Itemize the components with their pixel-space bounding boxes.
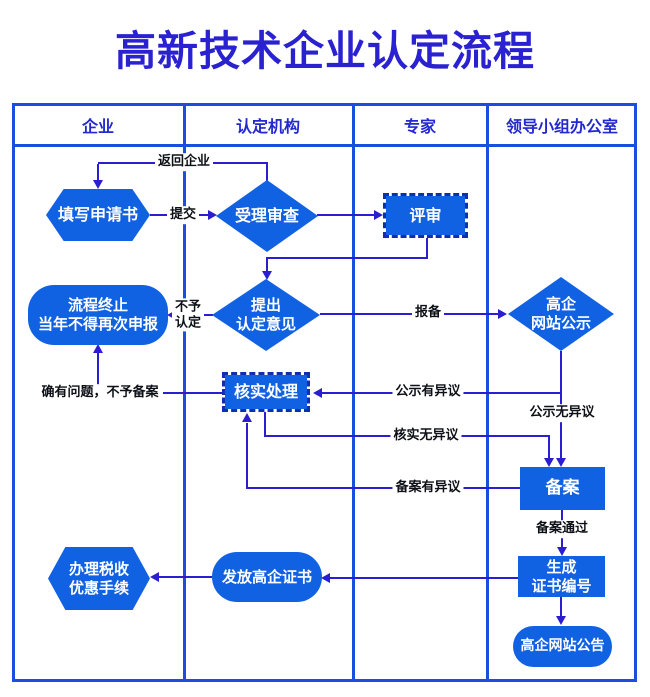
edge-label-verify-no-objection: 核实无异议 [390,427,462,445]
arrowhead-into-generate-cert [557,547,567,556]
edge-label-report: 报备 [411,304,445,322]
table-border-left [12,103,15,682]
arrowhead-into-fill-application [93,180,103,189]
arrowhead-into-process-end-bottom [93,344,103,353]
node-acceptance-review: 受理审查 [216,180,318,252]
arrowhead-into-expert-review [374,210,383,220]
edge-cert-to-issue [330,577,518,579]
node-tax-procedures: 办理税收 优惠手续 [48,547,150,610]
edge-label-problem-no-filing: 确有问题，不予备案 [38,384,162,402]
arrowhead-into-announcement [556,616,566,625]
edge-label-submit: 提交 [166,206,200,224]
column-header-certifying-agency: 认定机构 [235,117,301,136]
edge-return-right-vertical [266,162,268,181]
edge-label-not-certified: 不予 认定 [171,298,205,332]
arrowhead-into-tax-procedures [150,572,159,582]
edge-cert-to-announcement [560,597,562,618]
node-fill-application: 填写申请书 [46,189,150,241]
node-propose-opinion: 提出 认定意见 [212,279,320,351]
edge-filing-objection-horizontal [246,487,520,489]
table-border-top [12,103,637,106]
edge-to-expert-review [317,214,375,216]
edge-label-publicity-no-objection: 公示无异议 [526,404,598,422]
column-header-enterprise: 企业 [81,117,115,136]
edge-expert-horizontal [266,257,428,259]
edge-label-filing-objection: 备案有异议 [392,479,464,497]
node-verify-handle: 核实处理 [222,372,310,412]
edge-label-publicity-objection: 公示有异议 [392,383,464,401]
node-expert-review: 评审 [383,193,468,238]
arrowhead-into-acceptance-review [208,210,217,220]
node-filing: 备案 [520,467,605,510]
column-header-expert: 专家 [403,117,437,136]
node-process-end: 流程终止 当年不得再次申报 [28,285,168,345]
node-generate-cert-no: 生成 证书编号 [518,556,605,597]
edge-expert-down [426,238,428,259]
arrowhead-into-process-end [167,310,176,320]
arrowhead-publicity-into-filing [556,458,566,467]
node-website-publicity: 高企 网站公示 [508,277,614,351]
header-row-divider [12,144,637,147]
edge-problem-horizontal [163,392,222,394]
edge-problem-vertical [97,353,99,392]
edge-label-return-to-enterprise: 返回企业 [154,153,214,171]
arrowhead-into-propose-opinion [262,271,272,280]
arrowhead-verify-into-filing [544,458,554,467]
edge-label-filing-passed: 备案通过 [532,520,592,538]
table-border-right [634,103,637,682]
table-border-bottom [12,679,637,682]
arrowhead-into-verify-bottom [242,413,252,422]
edge-return-left-vertical [97,164,99,180]
node-issue-certificate: 发放高企证书 [212,552,322,602]
arrowhead-into-website-publicity [498,309,507,319]
edge-into-propose-vertical [266,259,268,273]
edge-filing-objection-vertical [246,423,248,489]
edge-verify-into-filing-vertical [548,437,550,459]
arrowhead-into-issue-certificate [321,573,330,583]
arrowhead-into-verify-right [313,388,322,398]
node-website-announcement: 高企网站公告 [513,626,612,667]
edge-verify-down [264,412,266,437]
edge-report [320,313,500,315]
edge-issue-to-tax [159,576,212,578]
page-title: 高新技术企业认定流程 [115,27,535,75]
column-header-leading-group-office: 领导小组办公室 [505,117,619,136]
